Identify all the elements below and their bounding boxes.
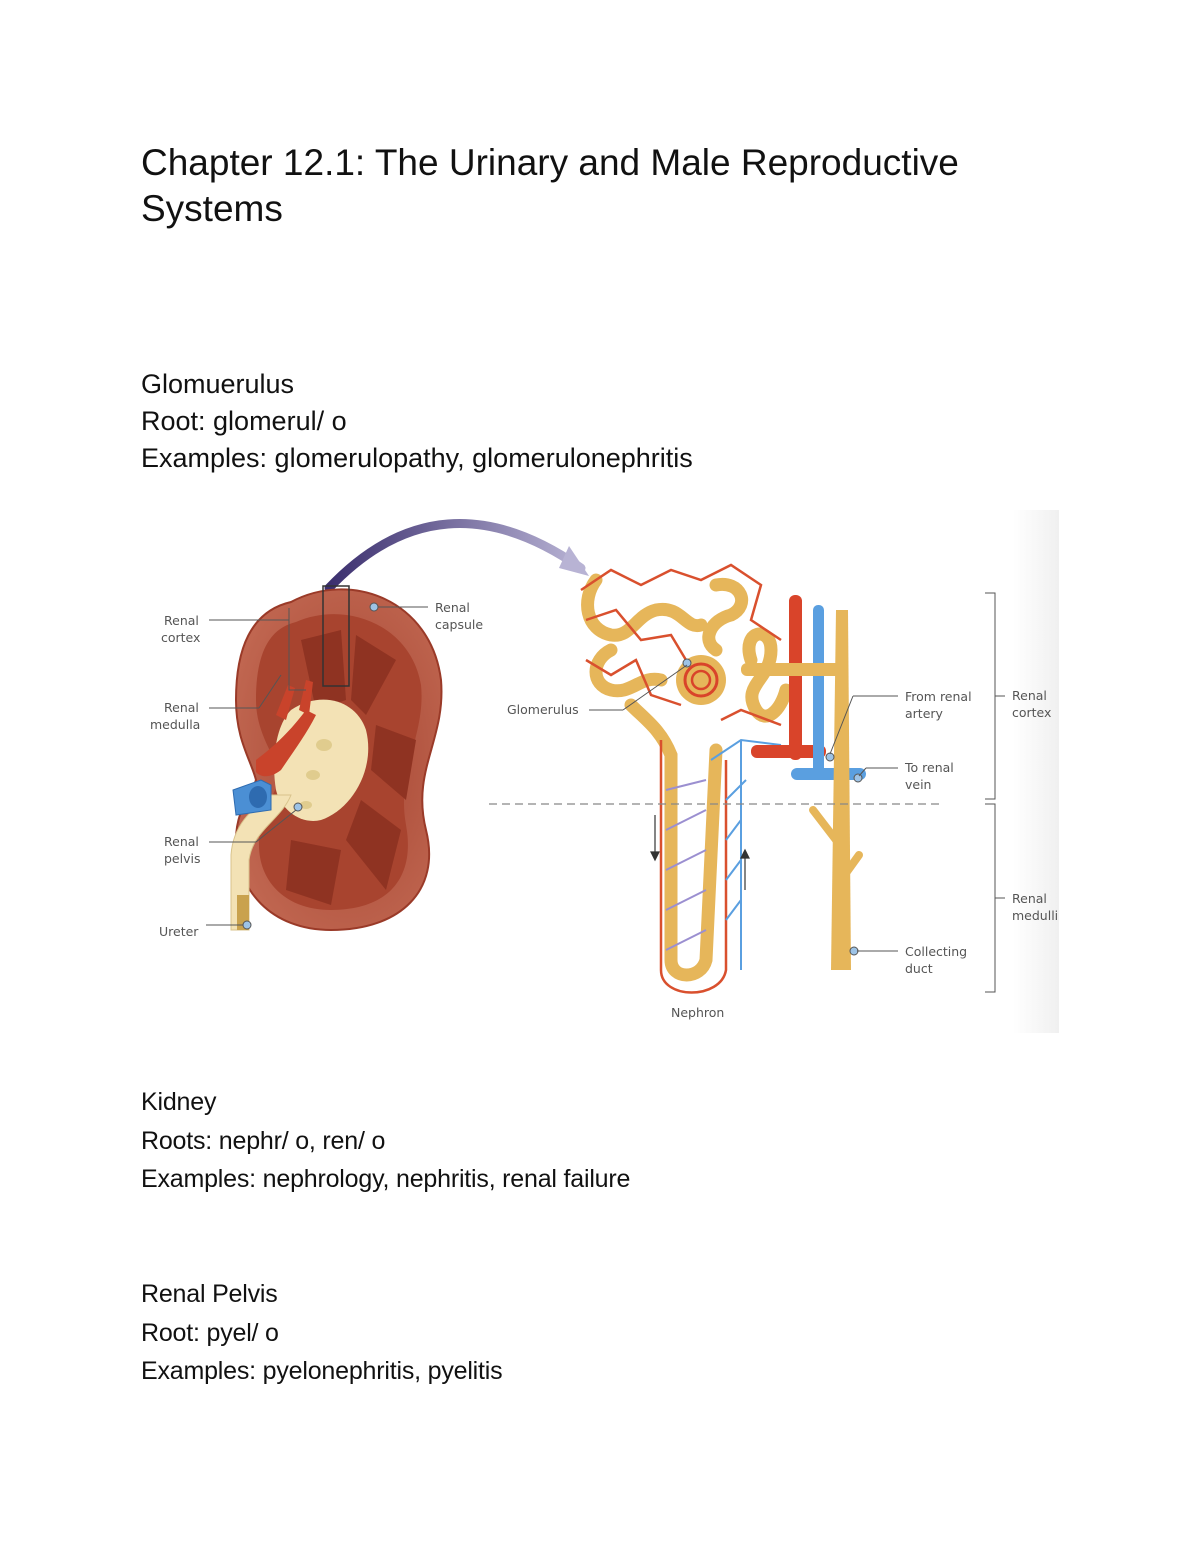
- label-ureter: Ureter: [159, 924, 199, 939]
- section-kidney: Kidney Roots: nephr/ o, ren/ o Examples:…: [141, 1083, 630, 1199]
- svg-text:cortex: cortex: [161, 630, 200, 645]
- label-renal-pelvis: Renal: [164, 834, 199, 849]
- label-collecting-duct: Collecting: [905, 944, 967, 959]
- term-root: Root: pyel/ o: [141, 1318, 279, 1347]
- svg-text:pelvis: pelvis: [164, 851, 200, 866]
- kidney-nephron-figure: Renal cortex Renal capsule Renal medulla…: [141, 510, 1059, 1033]
- term-heading: Glomuerulus: [141, 369, 295, 399]
- anatomy-illustration: Renal cortex Renal capsule Renal medulla…: [150, 519, 1058, 1020]
- svg-text:capsule: capsule: [435, 617, 483, 632]
- term-examples: Examples: nephrology, nephritis, renal f…: [141, 1165, 631, 1193]
- label-renal-cortex: Renal: [164, 613, 199, 628]
- label-renal-medulla: Renal: [164, 700, 199, 715]
- label-nephron: Nephron: [671, 1005, 724, 1020]
- svg-text:cortex: cortex: [1012, 705, 1051, 720]
- svg-text:medulli: medulli: [1012, 908, 1058, 923]
- zoom-arrow-icon: [324, 519, 589, 593]
- page-title: Chapter 12.1: The Urinary and Male Repro…: [141, 142, 959, 229]
- section-renal-pelvis: Renal Pelvis Root: pyel/ o Examples: pye…: [141, 1275, 503, 1391]
- label-renal-cortex-right: Renal: [1012, 688, 1047, 703]
- label-renal-capsule: Renal: [435, 600, 470, 615]
- term-heading: Renal Pelvis: [141, 1280, 278, 1308]
- kidney-section-icon: [230, 585, 443, 932]
- term-root: Root: glomerul/ o: [141, 406, 347, 436]
- term-examples: Examples: pyelonephritis, pyelitis: [141, 1357, 503, 1385]
- svg-text:artery: artery: [905, 706, 944, 721]
- label-from-renal-artery: From renal: [905, 689, 972, 704]
- svg-text:medulla: medulla: [150, 717, 200, 732]
- label-renal-medulla-right: Renal: [1012, 891, 1047, 906]
- label-to-renal-vein: To renal: [904, 760, 954, 775]
- term-heading: Kidney: [141, 1088, 217, 1116]
- term-examples: Examples: glomerulopathy, glomerulonephr…: [141, 443, 693, 473]
- section-glomerulus: Glomuerulus Root: glomerul/ o Examples: …: [141, 366, 693, 477]
- svg-text:vein: vein: [905, 777, 931, 792]
- svg-text:duct: duct: [905, 961, 933, 976]
- term-root: Roots: nephr/ o, ren/ o: [141, 1126, 386, 1155]
- nephron-icon: [580, 563, 866, 994]
- label-glomerulus: Glomerulus: [507, 702, 579, 717]
